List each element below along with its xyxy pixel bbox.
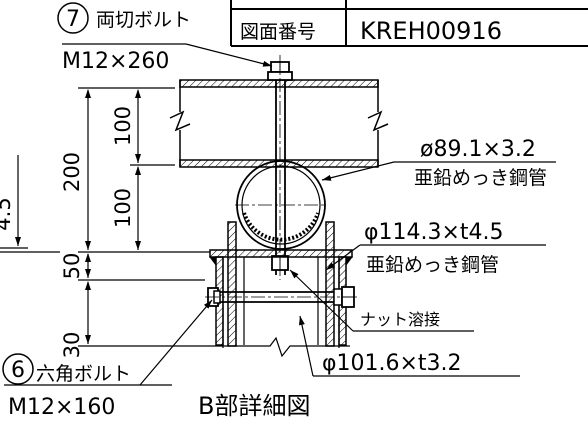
view-title: B部詳細図 (198, 392, 310, 420)
drawing-number-value: KREH00916 (360, 17, 502, 45)
dim-50: 50 (60, 253, 84, 280)
pipe2-size: φ114.3×t4.5 (364, 220, 504, 245)
pipe3-size: φ101.6×t3.2 (322, 351, 462, 376)
dimension-lines (0, 87, 210, 347)
nut-weld-label: ナット溶接 (360, 310, 440, 329)
pipe1-size: ø89.1×3.2 (420, 137, 536, 162)
post-sleeve-assembly (205, 221, 353, 358)
bolt6-size: M12×160 (8, 395, 115, 420)
pipe2-material: 亜鉛めっき鋼管 (366, 254, 499, 276)
leader-lines (4, 43, 556, 386)
bolt7-number: 7 (66, 7, 80, 32)
dim-30: 30 (60, 332, 84, 359)
dim-4-5: 4.5 (0, 197, 15, 230)
drawing-number-label: 図面番号 (240, 21, 316, 43)
dim-200: 200 (60, 152, 84, 192)
bolt6-number-circle (2, 353, 34, 385)
bolt6-number: 6 (11, 358, 25, 383)
dim-100-upper: 100 (111, 106, 135, 146)
upper-horizontal-pipe (169, 79, 389, 168)
round-pipe-section (235, 160, 327, 250)
title-block (230, 0, 588, 47)
bolt7-number-circle (57, 2, 89, 34)
bolt7-size: M12×260 (62, 49, 169, 74)
bolt7-name: 両切ボルト (96, 9, 191, 31)
pipe1-material: 亜鉛めっき鋼管 (414, 167, 547, 189)
bolt6-name: 六角ボルト (36, 363, 131, 385)
dim-100-lower: 100 (111, 188, 135, 228)
